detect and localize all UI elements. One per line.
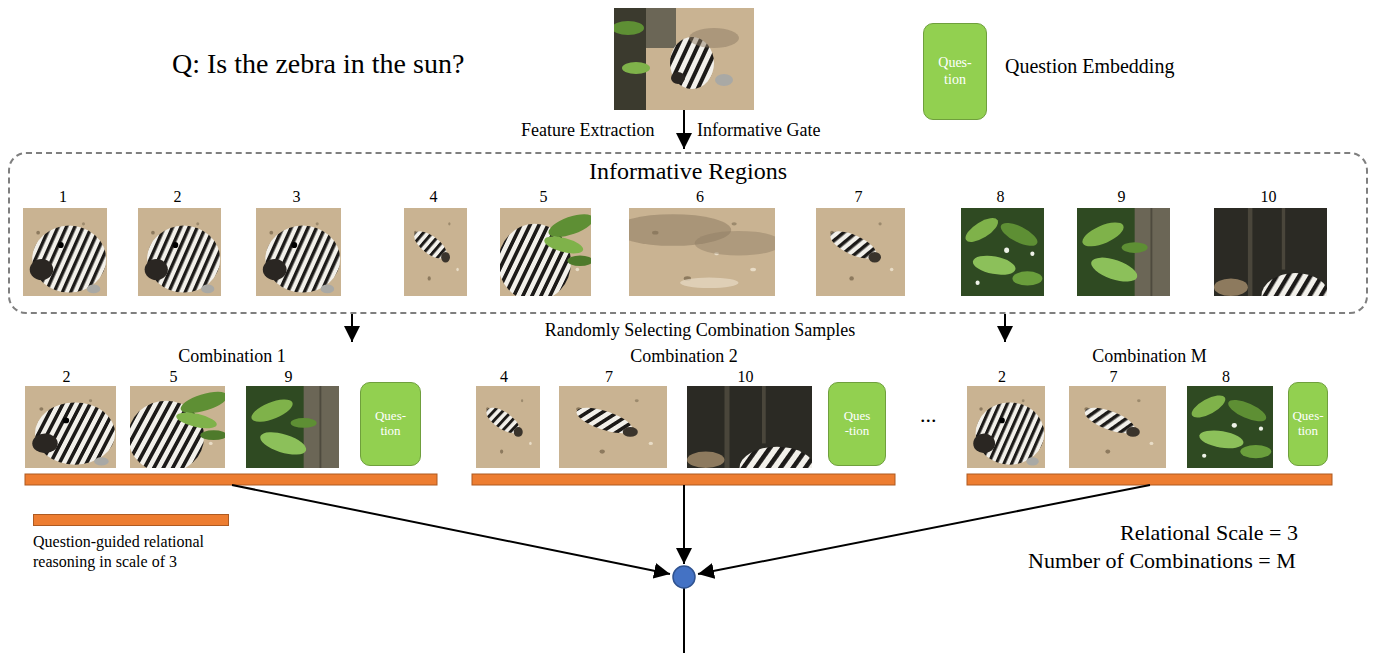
region-crop: 8 <box>1179 368 1273 468</box>
callout-number: 10 <box>679 368 812 386</box>
region-crop: 4 <box>398 188 469 296</box>
crop-image <box>816 208 905 296</box>
flow-arrow <box>1004 314 1006 342</box>
aggregation-arrow <box>683 485 685 564</box>
photo <box>612 8 754 110</box>
crop-image <box>25 386 116 468</box>
callout-number: 1 <box>17 188 109 206</box>
crop-image <box>614 208 782 296</box>
crop-image <box>246 386 339 468</box>
callout-number: 5 <box>494 188 593 206</box>
question-embedding-box: Ques- tion <box>360 382 421 466</box>
crop-image <box>967 386 1045 468</box>
region-crop: 7 <box>551 368 667 468</box>
callout-number: 10 <box>1208 188 1329 206</box>
region-crop: 4 <box>468 368 540 468</box>
region-crop: 5 <box>122 368 225 468</box>
question-embedding-box: Ques- tion <box>923 23 987 120</box>
region-crop: 6 <box>623 188 777 296</box>
region-crop: 2 <box>132 188 223 296</box>
crop-image <box>404 208 467 296</box>
crop-image <box>1077 208 1170 296</box>
callout-number: 3 <box>250 188 343 206</box>
label-text: Feature Extraction <box>521 120 654 142</box>
label-text: Question Embedding <box>1005 54 1174 78</box>
extraction-arrow <box>683 110 685 149</box>
reasoning-bar <box>472 474 895 485</box>
aggregation-arrow <box>232 485 670 574</box>
legend-text: Question-guided relational reasoning in … <box>33 532 248 572</box>
region-crop: 1 <box>17 188 109 296</box>
callout-number: 7 <box>551 368 667 386</box>
region-crop: 2 <box>959 368 1045 468</box>
crop-image <box>498 208 596 301</box>
question-text: Ques- tion <box>375 409 406 439</box>
crop-image <box>138 208 221 296</box>
callout-number: 8 <box>955 188 1046 206</box>
callout-number: 7 <box>1061 368 1166 386</box>
crop-image <box>1187 386 1273 468</box>
legend-swatch <box>33 514 229 526</box>
crop-image <box>1214 208 1329 319</box>
question-text: Ques- tion <box>938 55 971 87</box>
legend-entry: Question-guided relational reasoning in … <box>33 514 248 572</box>
crop-image <box>256 208 341 296</box>
combination-heading: Combination M <box>958 345 1341 367</box>
region-crop: 3 <box>250 188 343 296</box>
callout-number: 5 <box>122 368 225 386</box>
question-embedding-box: Ques -tion <box>828 382 886 466</box>
combination-group: Combination M278Ques- tion <box>958 343 1341 470</box>
question-text: Ques- tion <box>1292 409 1323 439</box>
callout-number: 2 <box>959 368 1045 386</box>
region-crop: 8 <box>955 188 1046 296</box>
crop-image <box>128 386 230 473</box>
question-text: Ques -tion <box>844 409 871 439</box>
combination-group: Combination 247 10Ques -tion <box>466 343 902 470</box>
callout-number: 7 <box>810 188 907 206</box>
callout-number: 2 <box>132 188 223 206</box>
label-text: Relational Scale = 3 <box>1120 520 1298 546</box>
callout-number: 6 <box>623 188 777 206</box>
combination-group: Combination 1259Ques- tion <box>18 343 446 470</box>
callout-number: 9 <box>1071 188 1172 206</box>
region-crop: 10 <box>679 368 812 468</box>
crop-image <box>559 386 667 468</box>
aggregation <box>232 485 1150 653</box>
combination-heading: Combination 2 <box>466 345 902 367</box>
callout-number: 4 <box>468 368 540 386</box>
reasoning-bar <box>25 474 437 485</box>
output-line <box>683 588 685 653</box>
callout-number: 4 <box>398 188 469 206</box>
region-crop: 9 <box>1071 188 1172 296</box>
region-crop: 7 <box>810 188 907 296</box>
flow-arrow <box>351 314 353 342</box>
region-crops <box>23 208 1329 319</box>
crop-image <box>476 386 540 468</box>
informative-regions-panel: Informative Regions 1 2 3 4 5 6 7 8 9 10 <box>8 152 1368 314</box>
region-crop: 10 <box>1208 188 1329 296</box>
label-text: Randomly Selecting Combination Samples <box>520 320 880 342</box>
question-embedding-box: Ques- tion <box>1288 382 1328 466</box>
label-text: Informative Gate <box>697 120 820 142</box>
crop-image <box>23 208 107 296</box>
callout-number: 9 <box>238 368 339 386</box>
callout-number: 8 <box>1179 368 1273 386</box>
region-crop: 9 <box>238 368 339 468</box>
label-text: Q: Is the zebra in the sun? <box>172 47 464 81</box>
reasoning-bars <box>25 474 1332 485</box>
sum-node <box>673 566 695 588</box>
crop-image <box>961 208 1044 296</box>
region-crop: 2 <box>17 368 116 468</box>
region-crop: 7 <box>1061 368 1166 468</box>
crop-image <box>1069 386 1166 468</box>
callout-number: 2 <box>17 368 116 386</box>
combination-heading: Combination 1 <box>18 345 446 367</box>
label-text: Number of Combinations = M <box>1028 548 1296 574</box>
label-text: ... <box>920 402 937 428</box>
region-crop: 5 <box>494 188 593 296</box>
panel-heading: Informative Regions <box>10 158 1366 184</box>
reasoning-bar <box>967 474 1332 485</box>
